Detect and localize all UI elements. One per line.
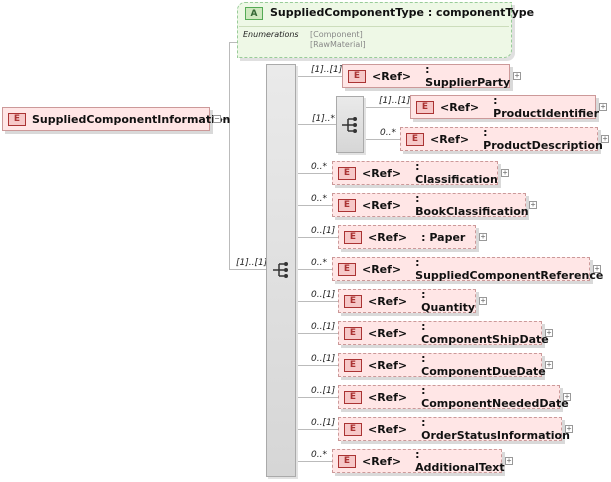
element-badge: E [8,112,26,126]
element-name: : ProductIdentifier [493,94,600,120]
cardinality: [1]..[1] [311,65,343,75]
element-badge: E [348,69,366,83]
expand-icon[interactable]: + [599,102,607,111]
cardinality: 0..[1] [311,290,336,300]
element-name: : OrderStatusInformation [421,416,570,442]
choice-cardinality: [1]..* [312,114,335,124]
expand-icon[interactable]: + [513,71,521,80]
cardinality: 0..* [311,162,327,172]
cardinality: 0..[1] [311,322,336,332]
element-classification[interactable]: E <Ref> : Classification [332,160,498,186]
element-badge: E [416,100,434,114]
expand-icon[interactable]: + [529,200,537,209]
element-name: : SuppliedComponentReference [415,256,604,282]
enumeration-value: [RawMaterial] [310,40,366,49]
element-name: : ComponentNeededDate [421,384,569,410]
cardinality: 0..[1] [311,386,336,396]
ref-label: <Ref> [430,132,470,146]
cardinality: 0..[1] [311,226,336,236]
ref-label: <Ref> [362,166,402,180]
cardinality: 0..* [380,128,396,138]
ref-label: <Ref> [362,262,402,276]
ref-label: <Ref> [368,358,408,372]
ref-label: <Ref> [362,198,402,212]
expand-icon[interactable]: + [545,328,553,337]
sequence-cardinality: [1]..[1] [236,258,268,268]
element-component-due-date[interactable]: E <Ref> : ComponentDueDate [338,352,546,378]
ref-label: <Ref> [368,422,408,436]
element-product-identifier[interactable]: E <Ref> : ProductIdentifier [410,94,600,120]
element-badge: E [338,198,356,212]
element-badge: E [338,166,356,180]
ref-label: <Ref> [368,326,408,340]
element-badge: E [344,422,362,436]
element-name: : Paper [421,230,466,244]
expand-icon[interactable]: + [601,134,609,143]
cardinality: 0..* [311,258,327,268]
expand-icon[interactable]: + [501,168,509,177]
element-badge: E [406,132,424,146]
collapse-icon[interactable]: − [213,114,221,123]
ref-label: <Ref> [362,454,402,468]
element-name: : AdditionalText [415,448,505,474]
attribute-box [237,2,512,58]
enumeration-value: [Component] [310,30,363,39]
element-badge: E [344,230,362,244]
expand-icon[interactable]: + [563,392,571,401]
element-name: : Classification [415,160,498,186]
cardinality: 0..[1] [311,354,336,364]
element-quantity[interactable]: E <Ref> : Quantity [338,288,476,314]
element-badge: E [338,262,356,276]
ref-label: <Ref> [368,230,408,244]
cardinality: 0..* [311,194,327,204]
element-book-classification[interactable]: E <Ref> : BookClassification [332,192,529,218]
expand-icon[interactable]: + [545,360,553,369]
element-component-needed-date[interactable]: E <Ref> : ComponentNeededDate [338,384,569,410]
element-badge: E [344,358,362,372]
sequence-icon [273,262,288,278]
cardinality: 0..* [311,450,327,460]
element-badge: E [338,454,356,468]
element-badge: E [344,390,362,404]
element-supplier-party[interactable]: E <Ref> : SupplierParty [342,63,511,89]
ref-label: <Ref> [372,69,412,83]
element-name: : ComponentDueDate [421,352,546,378]
attribute-badge: A [245,7,263,20]
element-order-status-information[interactable]: E <Ref> : OrderStatusInformation [338,416,570,442]
attribute-label[interactable]: SuppliedComponentType : componentType [270,6,535,19]
root-element-label: SuppliedComponentInformation [32,112,231,126]
cardinality: 0..[1] [311,418,336,428]
element-name: : BookClassification [415,192,529,218]
element-badge: E [344,294,362,308]
element-name: : Quantity [421,288,476,314]
enumerations-label: Enumerations [243,30,299,39]
root-element[interactable]: E SuppliedComponentInformation [2,107,230,131]
element-additional-text[interactable]: E <Ref> : AdditionalText [332,448,505,474]
expand-icon[interactable]: + [479,296,487,305]
expand-icon[interactable]: + [593,264,601,273]
ref-label: <Ref> [368,294,408,308]
expand-icon[interactable]: + [505,456,513,465]
expand-icon[interactable]: + [565,424,573,433]
element-name: : ComponentShipDate [421,320,549,346]
element-name: : ProductDescription [483,126,603,152]
element-name: : SupplierParty [425,63,511,89]
choice-icon [342,117,357,133]
expand-icon[interactable]: + [479,232,487,241]
ref-label: <Ref> [368,390,408,404]
element-paper[interactable]: E <Ref> : Paper [338,225,476,249]
cardinality: [1]..[1] [379,96,411,106]
element-component-ship-date[interactable]: E <Ref> : ComponentShipDate [338,320,549,346]
element-badge: E [344,326,362,340]
element-supplied-component-reference[interactable]: E <Ref> : SuppliedComponentReference [332,256,603,282]
ref-label: <Ref> [440,100,480,114]
element-product-description[interactable]: E <Ref> : ProductDescription [400,126,603,152]
